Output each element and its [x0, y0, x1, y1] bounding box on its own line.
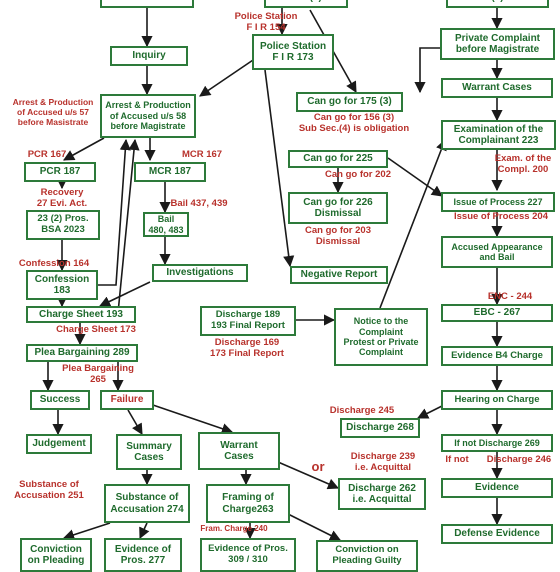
- arrow-substance-to-evidence277: [139, 522, 150, 540]
- evidence-pros-309-box: Evidence of Pros. 309 / 310: [200, 538, 296, 572]
- arrow-substance-to-conviction: [62, 522, 111, 541]
- evidence-b4-charge-box: Evidence B4 Charge: [441, 346, 553, 366]
- label-fram-charge-240: Fram. Charge 240: [200, 524, 268, 533]
- label-discharge-169: Discharge 169 173 Final Report: [210, 337, 284, 359]
- arrow-investigations-to-chargesheet: [98, 281, 151, 307]
- pcr-187-box: PCR 187: [24, 162, 96, 182]
- label-or: or: [311, 459, 325, 474]
- private-complaint-box: Private Complaint before Magistrate: [440, 28, 555, 60]
- arrow-confession-back-to-arrest: [98, 138, 131, 286]
- police-station-fir-173-box: Police Station F I R 173: [252, 34, 334, 70]
- fir-173-box: F I R 173: [100, 0, 194, 8]
- charge-sheet-193-box: Charge Sheet 193: [26, 306, 136, 323]
- if-not-discharge-269-box: If not Discharge 269: [441, 434, 553, 452]
- conviction-pleading-left-box: Conviction on Pleading: [20, 538, 92, 572]
- arrow-arrest-to-pcr: [63, 137, 105, 161]
- inquiry-box: Inquiry: [110, 46, 188, 66]
- warrant-cases-mid-box: Warrant Cases: [198, 432, 280, 470]
- can-go-225-box: Can go for 225: [288, 150, 388, 168]
- label-pcr-167: PCR 167: [27, 149, 67, 160]
- arrow-police-to-arrest: [199, 57, 257, 97]
- judgement-box: Judgement: [26, 434, 92, 454]
- discharge-262-box: Discharge 262 i.e. Acquittal: [338, 478, 426, 510]
- arrow-hearing-to-discharge268: [416, 405, 443, 419]
- label-exam-compl-200: Exam. of the Compl. 200: [494, 153, 552, 175]
- negative-report-box: Negative Report: [290, 266, 388, 284]
- mcr-187-box: MCR 187: [134, 162, 206, 182]
- discharge-189-box: Discharge 189 193 Final Report: [200, 306, 296, 336]
- label-discharge-239: Discharge 239 i.e. Acquittal: [350, 451, 416, 473]
- arrow-framing-to-conviction-right: [279, 509, 342, 541]
- arrow-failure-to-summary: [127, 409, 143, 435]
- notice-to-complaint-box: Notice to the Complaint Protest or Priva…: [334, 308, 428, 366]
- can-go-175-box: Can go for 175 (3): [296, 92, 403, 112]
- label-can-go-202: Can go for 202: [325, 169, 391, 180]
- evidence-pros-277-box: Evidence of Pros. 277: [104, 538, 182, 572]
- examination-complainant-box: Examination of the Complainant 223: [441, 120, 556, 150]
- arrow-policestation-to-negative: [264, 69, 295, 268]
- can-go-226-box: Can go for 226 Dismissal: [288, 192, 388, 224]
- label-plea-bargaining-265: Plea Bargaining 265: [62, 363, 134, 385]
- label-police-station-154: Police Station F I R 154: [234, 11, 298, 33]
- accused-appearance-box: Accused Appearance and Bail: [441, 236, 553, 268]
- substance-accusation-274-box: Substance of Accusation 274: [104, 484, 190, 523]
- label-can-go-203: Can go for 203 Dismissal: [305, 225, 371, 247]
- investigations-box: Investigations: [152, 264, 248, 282]
- failure-box: Failure: [100, 390, 154, 410]
- section-173-3-box: 173 (3): [264, 0, 348, 8]
- success-box: Success: [30, 390, 90, 410]
- arrow-warrant-to-discharge262: [277, 461, 340, 490]
- arrow-failure-to-warrant: [149, 403, 234, 435]
- label-substance-accusation-251: Substance of Accusation 251: [14, 479, 84, 501]
- discharge-268-box: Discharge 268: [340, 418, 420, 438]
- arrest-production-box: Arrest & Production of Accused u/s 58 be…: [100, 94, 196, 138]
- arrow-cango225-to-issue: [387, 157, 443, 197]
- hearing-on-charge-box: Hearing on Charge: [441, 390, 553, 410]
- arrow-chargesheet-back-to-arrest: [100, 138, 140, 314]
- conviction-pleading-right-box: Conviction on Pleading Guilty: [316, 540, 418, 572]
- label-charge-sheet-173: Charge Sheet 173: [56, 324, 136, 335]
- label-recovery-27: Recovery 27 Evi. Act.: [36, 187, 88, 209]
- label-issue-process-204: Issue of Process 204: [454, 211, 548, 222]
- issue-of-process-227-box: Issue of Process 227: [441, 192, 555, 212]
- label-can-go-156: Can go for 156 (3) Sub Sec.(4) is obliga…: [298, 112, 410, 134]
- arrow-notice-to-examination: [379, 138, 447, 309]
- flowchart: F I R 173 173 (3) (2) Inquiry Police Sta…: [12, 0, 556, 572]
- label-discharge-245: Discharge 245: [329, 405, 395, 416]
- top-right-box: (2): [446, 0, 549, 8]
- label-if-not: If not: [445, 454, 469, 465]
- label-arrest-production-57: Arrest & Production of Accused u/s 57 be…: [12, 97, 94, 127]
- defense-evidence-box: Defense Evidence: [441, 524, 553, 544]
- pros-bsa-2023-box: 23 (2) Pros. BSA 2023: [26, 210, 100, 240]
- label-mcr-167: MCR 167: [181, 149, 223, 160]
- confession-183-box: Confession 183: [26, 270, 98, 300]
- warrant-cases-right-box: Warrant Cases: [441, 78, 553, 98]
- label-confession-164: Confession 164: [18, 258, 90, 269]
- label-bail-437-439: Bail 437, 439: [170, 198, 228, 209]
- plea-bargaining-289-box: Plea Bargaining 289: [26, 344, 138, 362]
- framing-of-charge-263-box: Framing of Charge263: [206, 484, 290, 523]
- arrow-private-to-cango175: [414, 47, 445, 94]
- evidence-box: Evidence: [441, 478, 553, 498]
- label-discharge-246: Discharge 246: [486, 454, 552, 465]
- label-enc-244: ENC - 244: [487, 291, 533, 302]
- summary-cases-box: Summary Cases: [116, 434, 182, 470]
- ebc-267-box: EBC - 267: [441, 304, 553, 322]
- bail-480-483-box: Bail 480, 483: [143, 212, 189, 237]
